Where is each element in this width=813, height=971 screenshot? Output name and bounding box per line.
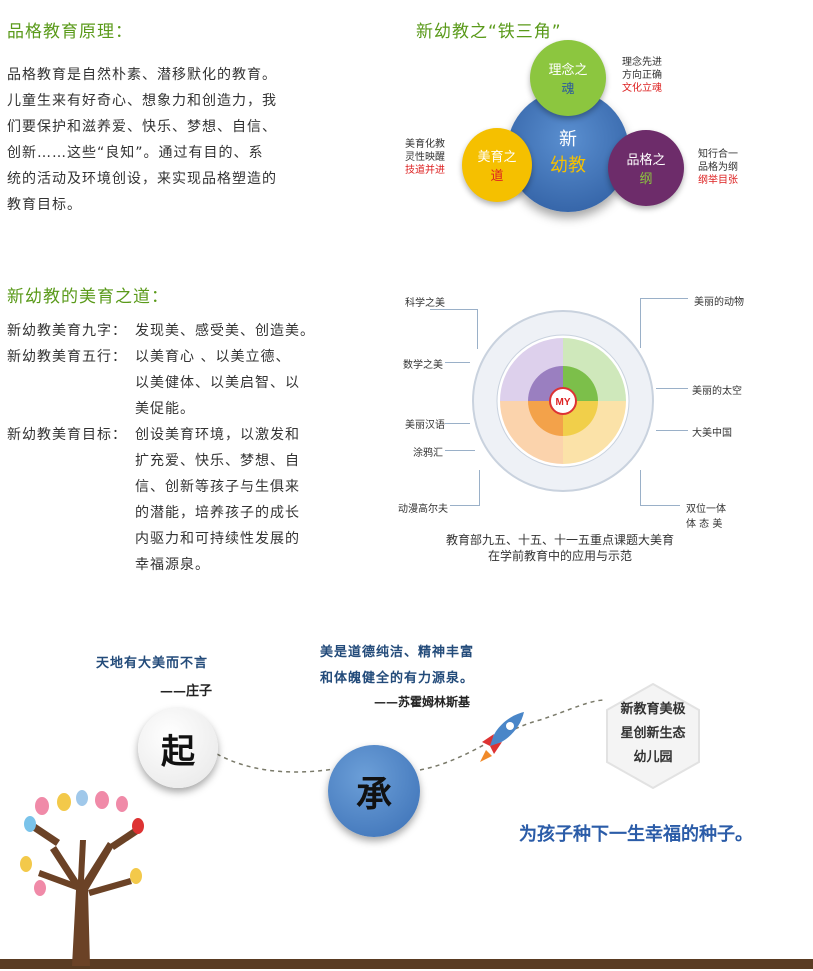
- principle-title: 品格教育原理：: [7, 22, 133, 42]
- note-top-line1: 理念先进: [622, 57, 662, 68]
- note-left-line3: 技道并进: [405, 165, 445, 176]
- note-right-line2: 品格为纲: [698, 162, 738, 173]
- connector-space: [656, 388, 688, 389]
- principle-line: 教育目标。: [7, 197, 82, 213]
- wheel-graphic: MY: [472, 310, 654, 492]
- connector-golf: [450, 470, 480, 506]
- quote-zhuangzi: 天地有大美而不言: [96, 656, 209, 671]
- connector-china: [656, 430, 688, 431]
- wheel-label-animal: 美丽的动物: [694, 297, 744, 308]
- aesthetic-content: 发现美、感受美、创造美。: [135, 318, 315, 344]
- wheel-caption: 教育部九五、十五、十一五重点课题大美育 在学前教育中的应用与示范: [420, 532, 700, 564]
- slogan: 为孩子种下一生幸福的种子。: [519, 824, 753, 845]
- aesthetic-line: 幸福源泉。: [135, 557, 210, 573]
- way-line1: 美育之: [477, 150, 517, 165]
- aesthetic-title: 新幼教的美育之道：: [7, 287, 169, 307]
- continue-circle-label: 承: [355, 773, 392, 815]
- note-right-line3: 纲举目张: [698, 175, 738, 186]
- aesthetic-line: 内驱力和可持续性发展的: [135, 531, 300, 547]
- aesthetic-list: 新幼教美育九字： 发现美、感受美、创造美。 新幼教美育五行： 以美育心 、以美立…: [7, 318, 337, 578]
- wheel-caption-line1: 教育部九五、十五、十一五重点课题大美育: [445, 533, 674, 547]
- note-right: 知行合一 品格为纲 纲举目张: [698, 148, 738, 187]
- wheel-label-doodle: 涂鸦汇: [413, 448, 443, 459]
- quote-sukhomlinsky-line2: 和体魄健全的有力源泉。: [320, 671, 475, 686]
- rocket-icon: [480, 712, 524, 762]
- principle-line: 们要保护和滋养爱、快乐、梦想、自信、: [7, 119, 277, 135]
- triangle-title: 新幼教之“铁三角”: [416, 22, 562, 42]
- soul-circle: 理念之 魂: [530, 40, 606, 116]
- wheel-caption-line2: 在学前教育中的应用与示范: [487, 549, 632, 563]
- note-right-line1: 知行合一: [698, 149, 738, 160]
- quote-sukhomlinsky-line1: 美是道德纯洁、精神丰富: [320, 645, 475, 660]
- start-circle-label: 起: [161, 731, 195, 772]
- aesthetic-label: 新幼教美育五行：: [7, 349, 127, 365]
- quote-sukhomlinsky-author: ——苏霍姆林斯基: [374, 695, 471, 709]
- aesthetic-row-five: 新幼教美育五行： 以美育心 、以美立德、 以美健体、以美启智、以 美促能。: [7, 344, 337, 422]
- principle-line: 品格教育是自然朴素、潜移默化的教育。: [7, 67, 277, 83]
- aesthetic-line: 以美健体、以美启智、以: [135, 375, 300, 391]
- aesthetic-line: 以美育心 、以美立德、: [135, 349, 291, 365]
- note-top: 理念先进 方向正确 文化立魂: [622, 56, 662, 95]
- wheel-label-posture: 体 态 美: [686, 519, 723, 530]
- connector-doodle: [445, 450, 475, 451]
- aesthetic-line: 美促能。: [135, 401, 195, 417]
- wheel-label-dual: 双位一体: [686, 504, 726, 515]
- hexagon-text: 新教育美极 星创新生态 幼儿园: [606, 698, 700, 770]
- journey-path: [0, 699, 813, 969]
- way-line2: 道: [490, 169, 504, 184]
- principle-paragraph: 品格教育是自然朴素、潜移默化的教育。 儿童生来有好奇心、想象力和创造力，我 们要…: [7, 62, 307, 218]
- start-circle: 起: [138, 708, 218, 788]
- note-top-line3: 文化立魂: [622, 83, 662, 94]
- aesthetic-content: 创设美育环境，以激发和 扩充爱、快乐、梦想、自 信、创新等孩子与生俱来 的潜能，…: [135, 422, 300, 578]
- aesthetic-content: 以美育心 、以美立德、 以美健体、以美启智、以 美促能。: [135, 344, 300, 422]
- aesthetic-label: 新幼教美育九字：: [7, 323, 127, 339]
- aesthetic-line: 信、创新等孩子与生俱来: [135, 479, 300, 495]
- connector-science: [430, 309, 478, 349]
- aesthetic-line: 发现美、感受美、创造美。: [135, 323, 315, 339]
- soul-line2: 魂: [561, 82, 575, 97]
- continue-circle: 承: [328, 745, 420, 837]
- principle-line: 统的活动及环境创设，来实现品格塑造的: [7, 171, 277, 187]
- center-line2: 幼教: [550, 155, 586, 176]
- aesthetic-line: 创设美育环境，以激发和: [135, 427, 300, 443]
- quote-zhuangzi-author: ——庄子: [160, 684, 213, 699]
- wheel-label-golf: 动漫高尔夫: [398, 504, 448, 515]
- connector-chinese: [445, 423, 470, 424]
- connector-dual: [640, 470, 680, 506]
- outline-circle: 品格之 纲: [608, 130, 684, 206]
- wheel-label-space: 美丽的太空: [692, 386, 742, 397]
- hexagon-line: 星创新生态: [620, 726, 686, 741]
- hexagon-badge: [606, 682, 700, 790]
- connector-animal: [640, 298, 688, 348]
- quote-sukhomlinsky: 美是道德纯洁、精神丰富 和体魄健全的有力源泉。: [320, 640, 474, 692]
- hexagon-line: 新教育美极: [620, 702, 686, 717]
- outline-line2: 纲: [639, 172, 653, 187]
- way-circle: 美育之 道: [462, 128, 532, 202]
- outline-line1: 品格之: [626, 153, 666, 168]
- wheel-label-math: 数学之美: [403, 360, 443, 371]
- wheel-label-science: 科学之美: [405, 298, 445, 309]
- note-left: 美育化教 灵性映醒 技道并进: [405, 138, 445, 177]
- hexagon-line: 幼儿园: [633, 750, 673, 765]
- connector-math: [445, 362, 470, 363]
- aesthetic-row-nine: 新幼教美育九字： 发现美、感受美、创造美。: [7, 318, 337, 344]
- principle-line: 创新……这些“良知”。通过有目的、系: [7, 145, 264, 161]
- aesthetic-label: 新幼教美育目标：: [7, 427, 127, 443]
- tree-icon: [20, 790, 144, 966]
- aesthetic-line: 的潜能，培养孩子的成长: [135, 505, 300, 521]
- note-left-line1: 美育化教: [405, 139, 445, 150]
- principle-line: 儿童生来有好奇心、想象力和创造力，我: [7, 93, 277, 109]
- note-left-line2: 灵性映醒: [405, 152, 445, 163]
- soul-line1: 理念之: [548, 63, 588, 78]
- aesthetic-row-goal: 新幼教美育目标： 创设美育环境，以激发和 扩充爱、快乐、梦想、自 信、创新等孩子…: [7, 422, 337, 578]
- wheel-label-china: 大美中国: [692, 428, 732, 439]
- wheel-label-chinese: 美丽汉语: [405, 420, 445, 431]
- wheel-center-badge: [549, 387, 577, 415]
- wheel-center-label: MY: [556, 397, 571, 408]
- note-top-line2: 方向正确: [622, 70, 662, 81]
- aesthetic-line: 扩充爱、快乐、梦想、自: [135, 453, 300, 469]
- center-line1: 新: [559, 129, 577, 150]
